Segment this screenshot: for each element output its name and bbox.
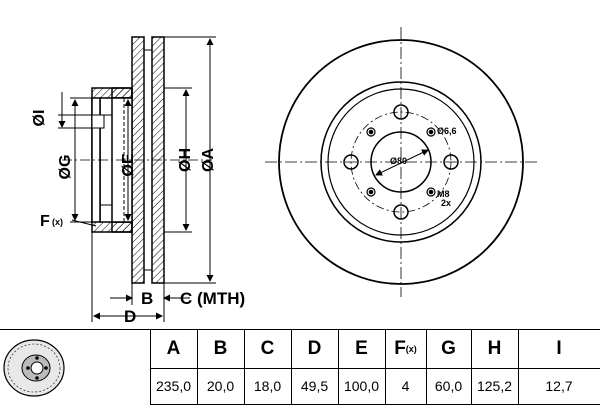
label-D: D (124, 307, 136, 326)
header-F-sub: (x) (405, 343, 417, 354)
label-F: F (40, 213, 50, 230)
label-center-dia: Ø80 (390, 156, 407, 166)
value-B: 20,0 (196, 367, 245, 405)
side-labels: ØI ØG ØE ØH ØA F (x) B C (MTH) D (31, 110, 245, 326)
disc-thumbnail-cell (0, 329, 151, 404)
label-F-sub: (x) (52, 217, 63, 227)
value-H: 125,2 (470, 367, 519, 405)
side-dimensions (58, 36, 216, 322)
label-thread-count: 2x (441, 198, 451, 208)
thread-hole-top-right (426, 127, 436, 137)
label-thread: M8 (437, 189, 450, 199)
bolt-hole-left (343, 154, 359, 170)
side-view (62, 36, 212, 284)
bolt-hole-section (91, 114, 105, 129)
header-I: I (517, 329, 600, 369)
label-dia-H: ØH (177, 148, 194, 172)
header-E: E (337, 329, 386, 369)
header-A: A (149, 329, 198, 369)
label-C-mth: C (MTH) (180, 289, 245, 308)
header-C: C (243, 329, 292, 369)
hat-neck-top (111, 87, 133, 99)
header-G: G (425, 329, 472, 369)
front-view (265, 27, 538, 297)
header-F: F(x) (384, 329, 427, 369)
bolt-hole-top (393, 104, 409, 120)
bolt-hole-bottom (393, 204, 409, 220)
label-dia-E: ØE (120, 153, 137, 176)
value-D: 49,5 (290, 367, 339, 405)
bolt-hole-right (443, 154, 459, 170)
value-A: 235,0 (149, 367, 198, 405)
label-dia-G: ØG (57, 155, 74, 180)
header-B: B (196, 329, 245, 369)
disc-thumbnail-icon (3, 339, 65, 397)
value-G: 60,0 (425, 367, 472, 405)
table-value-row: 235,0 20,0 18,0 49,5 100,0 4 60,0 125,2 … (0, 367, 600, 405)
label-dia-A: ØA (200, 148, 217, 172)
thread-hole-bottom-right (426, 187, 436, 197)
thread-hole-bottom-left (366, 187, 376, 197)
label-B: B (141, 289, 153, 308)
thread-hole-top-left (366, 127, 376, 137)
header-D: D (290, 329, 339, 369)
front-labels: Ø6,6 Ø80 M8 2x (390, 126, 457, 208)
label-hole-dia: Ø6,6 (437, 126, 457, 136)
value-E: 100,0 (337, 367, 386, 405)
spec-table: A B C D E F(x) G H I 235,0 20,0 18,0 49,… (0, 329, 600, 405)
technical-drawing: ØI ØG ØE ØH ØA F (x) B C (MTH) D (31, 27, 538, 326)
value-C: 18,0 (243, 367, 292, 405)
header-H: H (470, 329, 519, 369)
value-I: 12,7 (517, 367, 600, 405)
label-dia-I: ØI (31, 110, 48, 127)
hat-neck-bottom (111, 221, 133, 233)
value-F: 4 (384, 367, 427, 405)
header-F-letter: F (394, 337, 406, 359)
table-header-row: A B C D E F(x) G H I (0, 329, 600, 404)
